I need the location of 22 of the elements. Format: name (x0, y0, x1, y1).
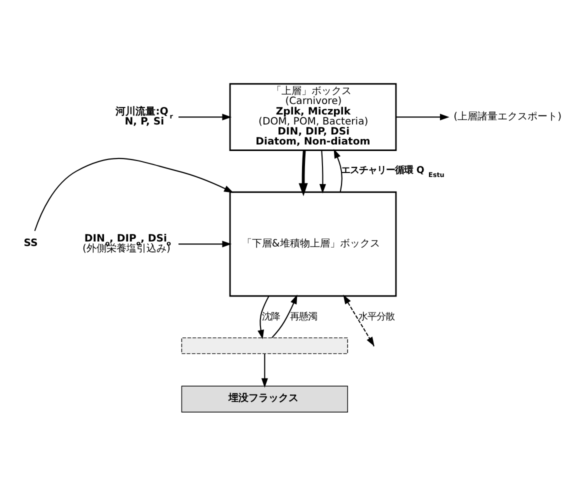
arrow (396, 113, 450, 120)
arrow (298, 150, 308, 196)
arrow (178, 113, 232, 120)
node-text: 河川流量:Q$_{r}$ N, P, Si (116, 106, 174, 127)
arrow (334, 148, 342, 192)
node-box: 埋没フラックス (181, 385, 348, 412)
edge-label: 水平分散 (358, 310, 394, 322)
arrow (178, 240, 232, 247)
edge-label: 再懸濁 (290, 310, 317, 322)
node-text: SS (24, 237, 38, 248)
edge-label: 沈降 (262, 310, 280, 322)
arrow (261, 353, 268, 388)
node-bar (181, 336, 348, 354)
arrow (343, 294, 374, 346)
node-box: 「下層&堆積物上層」ボックス (229, 190, 397, 296)
arrow (272, 294, 298, 338)
node-box: 「上層」ボックス (Carnivore) Zplk, Miczplk (DOM, POM, Bacteria) DIN, DIP, DSi Diatom, Non-diatom (229, 82, 397, 150)
arrow (34, 157, 234, 231)
node-text: (上層諸量エクスポート) (454, 111, 562, 122)
edge-label: エスチャリー循環 Q$_{Estu}$ (341, 164, 444, 178)
arrow (258, 295, 270, 339)
arrow (319, 150, 326, 193)
